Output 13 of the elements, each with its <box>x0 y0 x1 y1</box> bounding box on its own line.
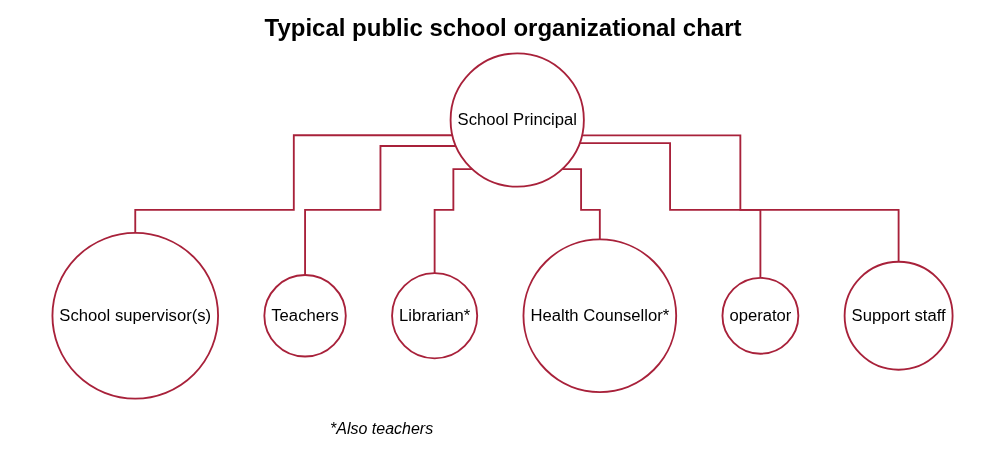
connector <box>304 145 458 276</box>
connector <box>134 134 454 234</box>
node-circle: Teachers <box>263 274 348 358</box>
node-circle: Support staff <box>844 260 954 371</box>
node-circle: School Principal <box>450 52 586 188</box>
node-circle: School supervisor(s) <box>52 232 220 400</box>
connector <box>579 142 762 279</box>
connector <box>434 168 474 275</box>
chart-title: Typical public school organizational chart <box>263 14 743 42</box>
node-circle: Health Counsellor* <box>523 238 678 394</box>
node-circle: Librarian* <box>391 272 479 360</box>
footnote: *Also teachers <box>330 420 434 438</box>
node-circle: operator <box>722 276 800 355</box>
